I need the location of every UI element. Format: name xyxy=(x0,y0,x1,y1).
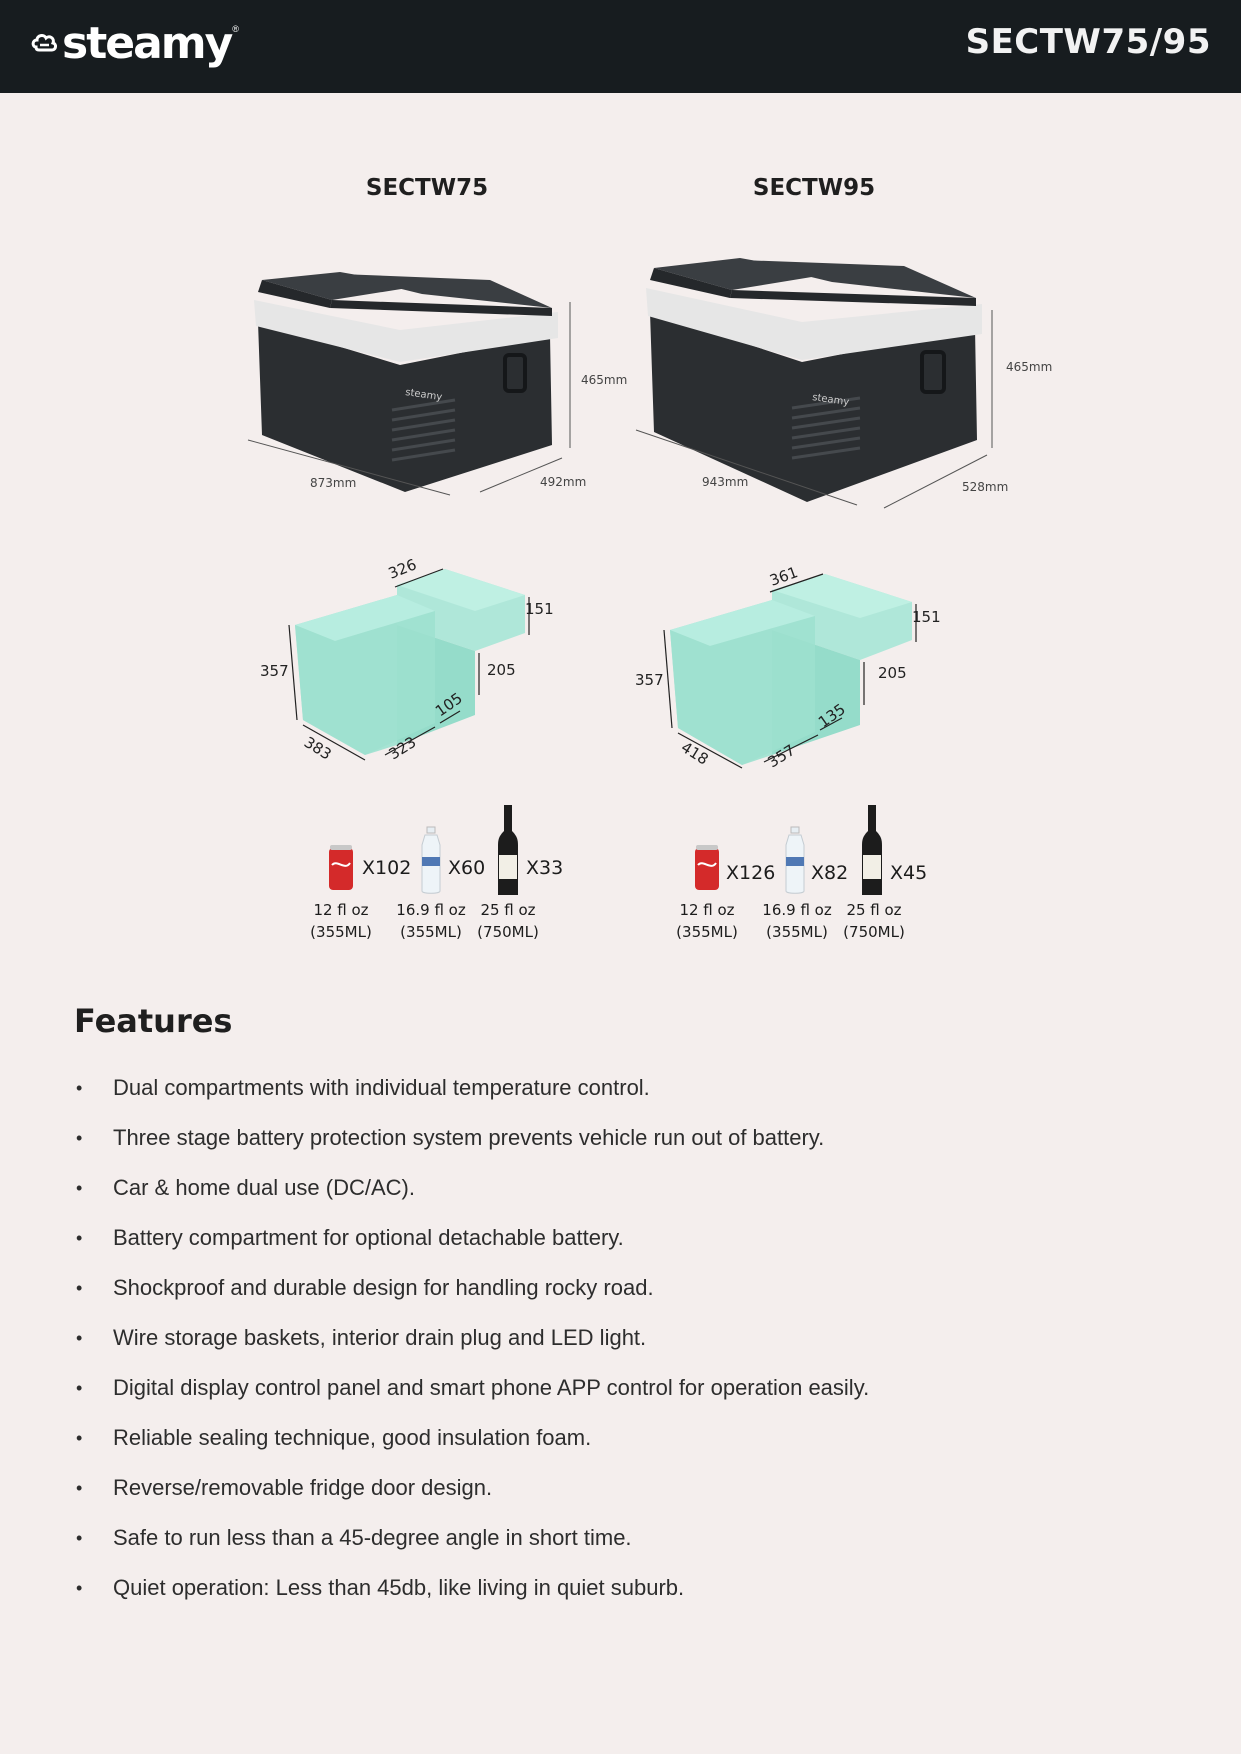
height-dim-label: 465mm xyxy=(1006,360,1052,374)
feature-item: •Quiet operation: Less than 45db, like l… xyxy=(74,1563,869,1613)
features-heading: Features xyxy=(74,1002,233,1040)
cooler-lid-left xyxy=(654,258,830,290)
registered-mark: ® xyxy=(232,24,239,34)
inner-dim-mid: 205 xyxy=(878,664,907,682)
can-count: X102 xyxy=(362,857,412,879)
cooler-lid-trim xyxy=(254,300,558,362)
depth-dim-line xyxy=(479,457,563,493)
bullet-icon: • xyxy=(76,1478,83,1498)
wine-count: X45 xyxy=(890,862,928,884)
cooler-image-sectw95: steamy 465mm 943mm 528mm xyxy=(635,258,1052,509)
can-count: X126 xyxy=(726,862,776,884)
feature-item: •Reverse/removable fridge door design. xyxy=(74,1463,869,1513)
inner-dim-right-top: 151 xyxy=(912,608,941,626)
cooler-lid-trim xyxy=(646,288,982,360)
water-size: 16.9 fl oz (355ML) xyxy=(396,901,466,941)
feature-item: •Dual compartments with individual tempe… xyxy=(74,1063,869,1113)
feature-item: •Shockproof and durable design for handl… xyxy=(74,1263,869,1313)
feature-item: •Digital display control panel and smart… xyxy=(74,1363,869,1413)
page-header: steamy ® SECTW75/95 xyxy=(0,0,1241,93)
wine-bottle-icon xyxy=(862,805,882,895)
feature-item: •Wire storage baskets, interior drain pl… xyxy=(74,1313,869,1363)
feature-item: •Reliable sealing technique, good insula… xyxy=(74,1413,869,1463)
cooler-badge: steamy xyxy=(405,387,443,403)
inner-dim-top: 326 xyxy=(386,555,419,582)
inner-volume-diagram-sectw95: 361 151 357 205 135 418 357 xyxy=(635,563,941,771)
depth-dim-label: 492mm xyxy=(540,475,586,489)
wine-size: 25 fl oz (750ML) xyxy=(843,901,905,941)
brand-logo: steamy ® xyxy=(30,14,239,74)
inner-dim-left: 357 xyxy=(635,671,664,689)
inner-dim-right-top: 151 xyxy=(525,600,554,618)
bullet-icon: • xyxy=(76,1328,83,1348)
cooler-lid-right xyxy=(340,274,552,308)
can-icon xyxy=(695,845,719,890)
height-dim-label: 465mm xyxy=(581,373,627,387)
feature-item: •Car & home dual use (DC/AC). xyxy=(74,1163,869,1213)
product-title-sectw75: SECTW75 xyxy=(365,175,489,201)
bullet-icon: • xyxy=(76,1428,83,1448)
cooler-body xyxy=(650,312,977,502)
depth-dim-label: 528mm xyxy=(962,480,1008,494)
cooler-lid-left xyxy=(262,272,420,300)
water-size: 16.9 fl oz (355ML) xyxy=(762,901,832,941)
brand-name: steamy xyxy=(62,18,233,69)
cooler-badge: steamy xyxy=(812,392,850,408)
water-bottle-icon xyxy=(421,826,441,894)
can-size: 12 fl oz (355ML) xyxy=(676,901,738,941)
features-list: •Dual compartments with individual tempe… xyxy=(74,1063,869,1613)
bullet-icon: • xyxy=(76,1178,83,1198)
inner-dim-left: 357 xyxy=(260,662,289,680)
product-title-sectw95: SECTW95 xyxy=(752,175,876,201)
wine-count: X33 xyxy=(526,857,564,879)
wine-size: 25 fl oz (750ML) xyxy=(477,901,539,941)
bullet-icon: • xyxy=(76,1378,83,1398)
inner-dim-mid: 205 xyxy=(487,661,516,679)
bullet-icon: • xyxy=(76,1078,83,1098)
bullet-icon: • xyxy=(76,1278,83,1298)
cooler-handle xyxy=(920,350,946,394)
can-icon xyxy=(329,845,353,890)
steamy-logo-icon xyxy=(31,34,57,52)
feature-item: •Battery compartment for optional detach… xyxy=(74,1213,869,1263)
capacity-group-sectw95: X126 12 fl oz (355ML) X82 16.9 fl oz (35… xyxy=(666,805,956,945)
cooler-image-sectw75: steamy 465mm 873mm 492mm xyxy=(247,272,627,496)
water-bottle-icon xyxy=(785,826,805,894)
water-count: X60 xyxy=(448,857,486,879)
cooler-lid-right xyxy=(740,260,976,298)
capacity-group-sectw75: X102 12 fl oz (355ML) X60 16.9 fl oz (35… xyxy=(300,805,580,945)
bullet-icon: • xyxy=(76,1128,83,1148)
bullet-icon: • xyxy=(76,1228,83,1248)
feature-item: •Three stage battery protection system p… xyxy=(74,1113,869,1163)
bullet-icon: • xyxy=(76,1528,83,1548)
length-dim-line xyxy=(635,429,858,506)
wine-bottle-icon xyxy=(498,805,518,895)
length-dim-line xyxy=(247,439,451,496)
water-count: X82 xyxy=(811,862,849,884)
can-size: 12 fl oz (355ML) xyxy=(310,901,372,941)
model-code: SECTW75/95 xyxy=(965,22,1211,62)
feature-item: •Safe to run less than a 45-degree angle… xyxy=(74,1513,869,1563)
depth-dim-line xyxy=(883,454,988,509)
inner-dim-front-left: 383 xyxy=(301,733,335,763)
length-dim-label: 873mm xyxy=(310,476,356,490)
length-dim-label: 943mm xyxy=(702,475,748,489)
inner-volume-diagram-sectw75: 326 151 357 205 105 383 323 xyxy=(260,555,554,763)
cooler-handle xyxy=(503,353,527,393)
bullet-icon: • xyxy=(76,1578,83,1598)
